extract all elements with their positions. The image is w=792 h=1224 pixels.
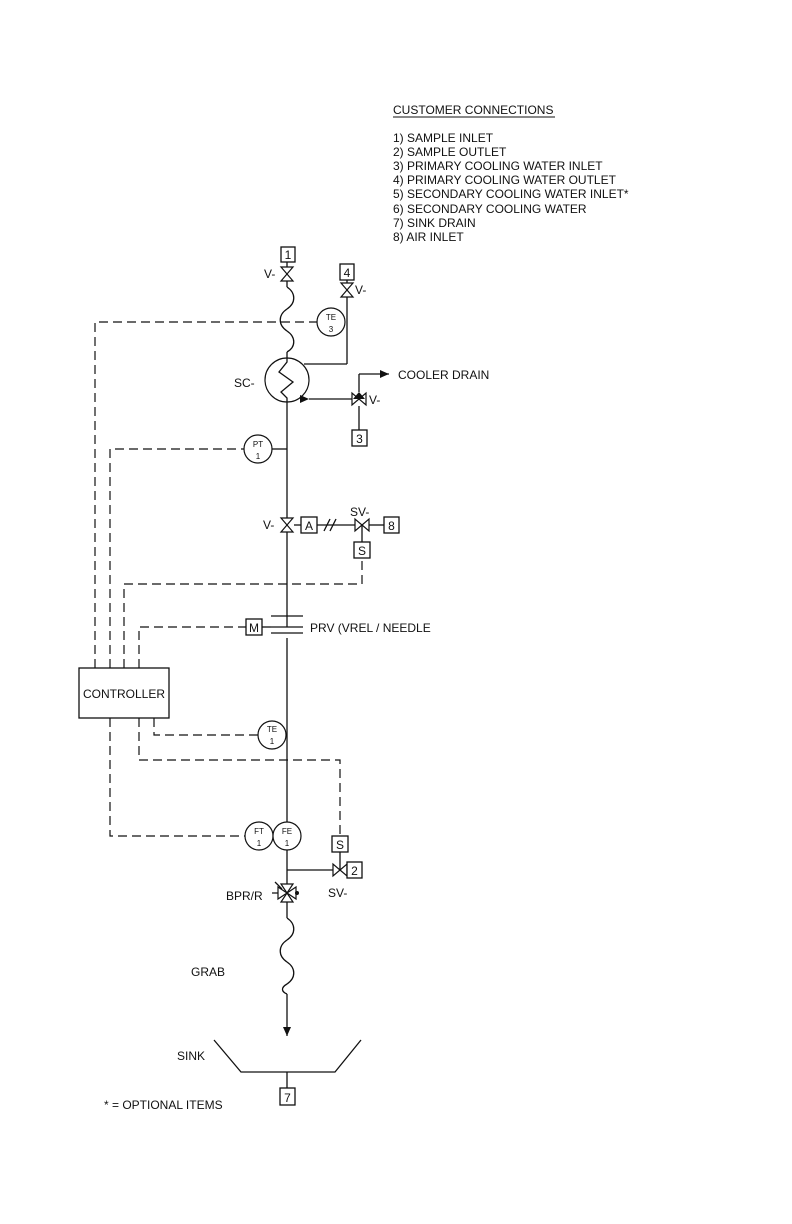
- signal-ft1: [109, 718, 245, 837]
- controller-box: [78, 667, 170, 719]
- cooling-inlet-valve-label: V-: [369, 393, 380, 407]
- signal-prv-motor: [138, 626, 246, 668]
- controller-label: CONTROLLER: [83, 687, 165, 701]
- signal-pt1: [109, 448, 244, 668]
- pt1-num: 1: [256, 452, 261, 461]
- prv-icon: [271, 615, 303, 634]
- air-solenoid-tag: S: [358, 544, 366, 558]
- sample-cooler-icon: [264, 352, 310, 408]
- legend-item-2: 2) SAMPLE OUTLET: [393, 145, 507, 159]
- footnote: * = OPTIONAL ITEMS: [104, 1098, 223, 1112]
- legend-item-7: 7) SINK DRAIN: [393, 216, 476, 230]
- connection-2-label: 2: [351, 864, 358, 878]
- flex-hose-upper: [279, 286, 295, 353]
- prv-motor-tag: M: [249, 621, 259, 635]
- inlet-valve-icon: [279, 266, 295, 282]
- pt1-type: PT: [253, 440, 263, 449]
- grab-label: GRAB: [191, 965, 225, 979]
- connection-3-box: [351, 429, 368, 447]
- ft1-bubble: FT 1: [244, 821, 274, 851]
- fe1-bubble: FE 1: [272, 821, 302, 851]
- legend-item-1: 1) SAMPLE INLET: [393, 131, 494, 145]
- te1-type: TE: [267, 725, 277, 734]
- sink-icon: [213, 1039, 362, 1073]
- connection-1-box: [280, 246, 296, 263]
- connection-1-label: 1: [285, 248, 292, 262]
- fe1-num: 1: [285, 839, 290, 848]
- connection-2-box: [346, 861, 363, 879]
- signal-outlet-solenoid: [138, 718, 341, 836]
- ft1-type: FT: [254, 827, 264, 836]
- signal-te3: [94, 321, 317, 668]
- legend-item-4: 4) PRIMARY COOLING WATER OUTLET: [393, 173, 617, 187]
- outlet-solenoid-valve-icon: [332, 862, 348, 878]
- sample-cooler-label: SC-: [234, 376, 255, 390]
- te3-num: 3: [329, 325, 334, 334]
- legend-item-3: 3) PRIMARY COOLING WATER INLET: [393, 159, 603, 173]
- connection-7-box: [279, 1087, 296, 1106]
- legend-item-6: 6) SECONDARY COOLING WATER: [393, 202, 587, 216]
- te3-bubble: TE 3: [316, 307, 346, 337]
- air-signal-hash-1: [323, 518, 331, 532]
- te1-num: 1: [270, 737, 275, 746]
- legend-item-5: 5) SECONDARY COOLING WATER INLET*: [393, 187, 629, 201]
- bpr-valve-icon: [272, 881, 299, 903]
- connection-4-box: [339, 263, 355, 281]
- fe1-type: FE: [282, 827, 292, 836]
- grab-hose: [279, 917, 295, 995]
- signal-air-solenoid: [123, 558, 363, 668]
- sink-label: SINK: [177, 1049, 205, 1063]
- cooler-drain-label: COOLER DRAIN: [398, 368, 489, 382]
- air-solenoid-box: [353, 541, 371, 559]
- bpr-label: BPR/R: [226, 889, 263, 903]
- legend-title: CUSTOMER CONNECTIONS: [393, 103, 553, 117]
- connection-4-label: 4: [344, 266, 351, 280]
- inlet-valve-label: V-: [264, 267, 275, 281]
- ft1-num: 1: [257, 839, 262, 848]
- cooling-outlet-valve-icon: [339, 282, 355, 298]
- main-sample-line: [279, 262, 295, 1088]
- air-actuator-label: A: [305, 519, 313, 533]
- connection-3-label: 3: [356, 432, 363, 446]
- air-solenoid-valve-label: SV-: [350, 505, 369, 519]
- outlet-solenoid-valve-label: SV-: [328, 886, 347, 900]
- signal-lines: [94, 321, 363, 837]
- air-signal-hash-2: [329, 518, 337, 532]
- connection-8-label: 8: [388, 519, 395, 533]
- legend-item-8: 8) AIR INLET: [393, 230, 464, 244]
- connection-8-box: [383, 516, 400, 534]
- signal-te1: [153, 718, 258, 736]
- main-valve-label: V-: [263, 518, 274, 532]
- main-valve-icon: [279, 517, 295, 533]
- te3-type: TE: [326, 313, 336, 322]
- prv-label: PRV (VREL / NEEDLE: [310, 621, 431, 635]
- connection-7-label: 7: [284, 1091, 291, 1105]
- cooling-outlet-valve-label: V-: [355, 283, 366, 297]
- customer-connections-legend: CUSTOMER CONNECTIONS 1) SAMPLE INLET 2) …: [393, 103, 629, 244]
- outlet-solenoid-tag: S: [336, 838, 344, 852]
- te1-bubble: TE 1: [257, 720, 287, 750]
- pt1-bubble: PT 1: [243, 434, 273, 464]
- cooling-inlet-valve-icon: [351, 391, 367, 407]
